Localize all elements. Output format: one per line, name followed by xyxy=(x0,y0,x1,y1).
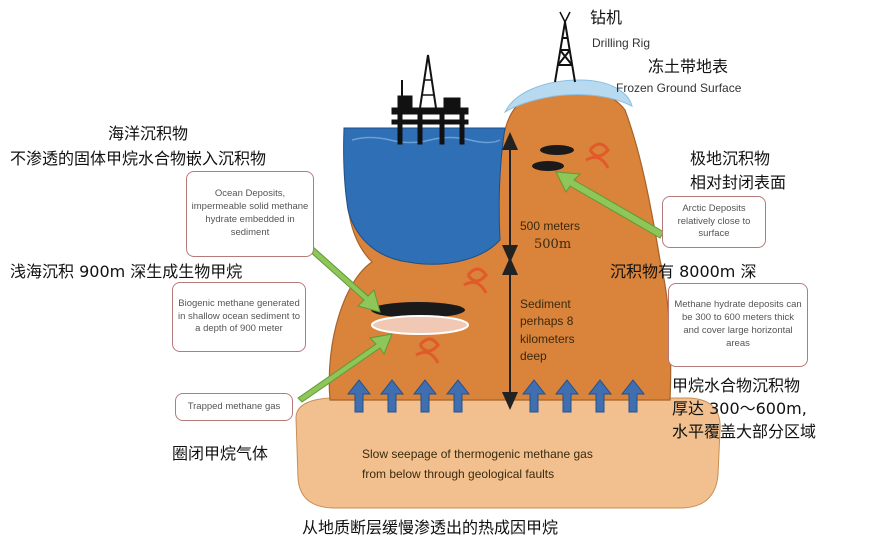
sediment-depth-label: Sediment perhaps 8 kilometers deep xyxy=(520,297,575,364)
arctic-title-zh: 极地沉积物 xyxy=(690,149,771,168)
up-arrow-icon xyxy=(412,379,438,413)
ocean-title-zh: 海洋沉积物 xyxy=(108,124,189,143)
callout-arrows xyxy=(297,171,665,403)
seepage-line1: Slow seepage of thermogenic methane gas xyxy=(362,447,593,461)
oil-platform-icon xyxy=(391,54,469,145)
arctic-hydrate-lens xyxy=(540,145,574,155)
ocean-deposits-box: Ocean Deposits, impermeable solid methan… xyxy=(186,171,314,257)
depth-500-en: 500 meters xyxy=(520,219,581,233)
frozen-label-zh: 冻土带地表 xyxy=(648,57,729,76)
up-arrow-icon xyxy=(620,379,646,413)
up-arrow-icon xyxy=(346,379,372,413)
trapped-label-zh: 圈闭甲烷气体 xyxy=(172,444,269,463)
drilling-rig-icon xyxy=(554,11,576,83)
callout-arrow-trapped xyxy=(297,333,393,403)
hydrate-zh-line2: 厚达 300～600m, xyxy=(672,399,807,418)
up-arrow-icon xyxy=(521,379,547,413)
up-arrow-icon xyxy=(445,379,471,413)
frozen-ground-cap xyxy=(503,79,633,114)
arctic-hydrate-lens xyxy=(532,161,564,171)
bottom-caption-zh: 从地质断层缓慢渗透出的热成因甲烷 xyxy=(302,518,559,537)
ocean-desc-zh: 不渗透的固体甲烷水合物嵌入沉积物 xyxy=(10,149,267,168)
rig-label-zh: 钻机 xyxy=(590,8,623,27)
up-arrow-icon xyxy=(554,379,580,413)
sediment-8000-zh: 沉积物有 8000m 深 xyxy=(610,262,757,281)
shallow-label-zh: 浅海沉积 900m 深生成生物甲烷 xyxy=(10,262,243,281)
base-seepage-layer xyxy=(295,397,721,509)
ocean-water xyxy=(343,127,506,265)
callout-arrow-arctic xyxy=(555,171,665,239)
up-arrow-icon xyxy=(379,379,405,413)
seepage-line2: from below through geological faults xyxy=(362,467,555,481)
methane-swirl-icon xyxy=(415,142,610,364)
trapped-gas-pocket xyxy=(371,315,469,335)
ocean-hydrate-layer xyxy=(371,302,465,318)
callout-arrow-ocean xyxy=(307,245,381,313)
arctic-desc-zh: 相对封闭表面 xyxy=(690,173,787,192)
frozen-label-en: Frozen Ground Surface xyxy=(616,81,742,95)
rig-label-en: Drilling Rig xyxy=(592,36,651,50)
biogenic-box: Biogenic methane generated in shallow oc… xyxy=(172,282,306,352)
ocean-surface xyxy=(351,136,501,144)
arctic-deposits-box: Arctic Deposits relatively close to surf… xyxy=(662,196,766,248)
hydrate-zh-line3: 水平覆盖大部分区域 xyxy=(672,422,817,441)
trapped-gas-box: Trapped methane gas xyxy=(175,393,293,421)
hydrate-zh-line1: 甲烷水合物沉积物 xyxy=(672,376,801,395)
up-arrow-row xyxy=(346,379,646,413)
depth-500-zh: 500m xyxy=(534,237,572,252)
hydrate-thickness-box: Methane hydrate deposits can be 300 to 6… xyxy=(668,283,808,367)
up-arrow-icon xyxy=(587,379,613,413)
